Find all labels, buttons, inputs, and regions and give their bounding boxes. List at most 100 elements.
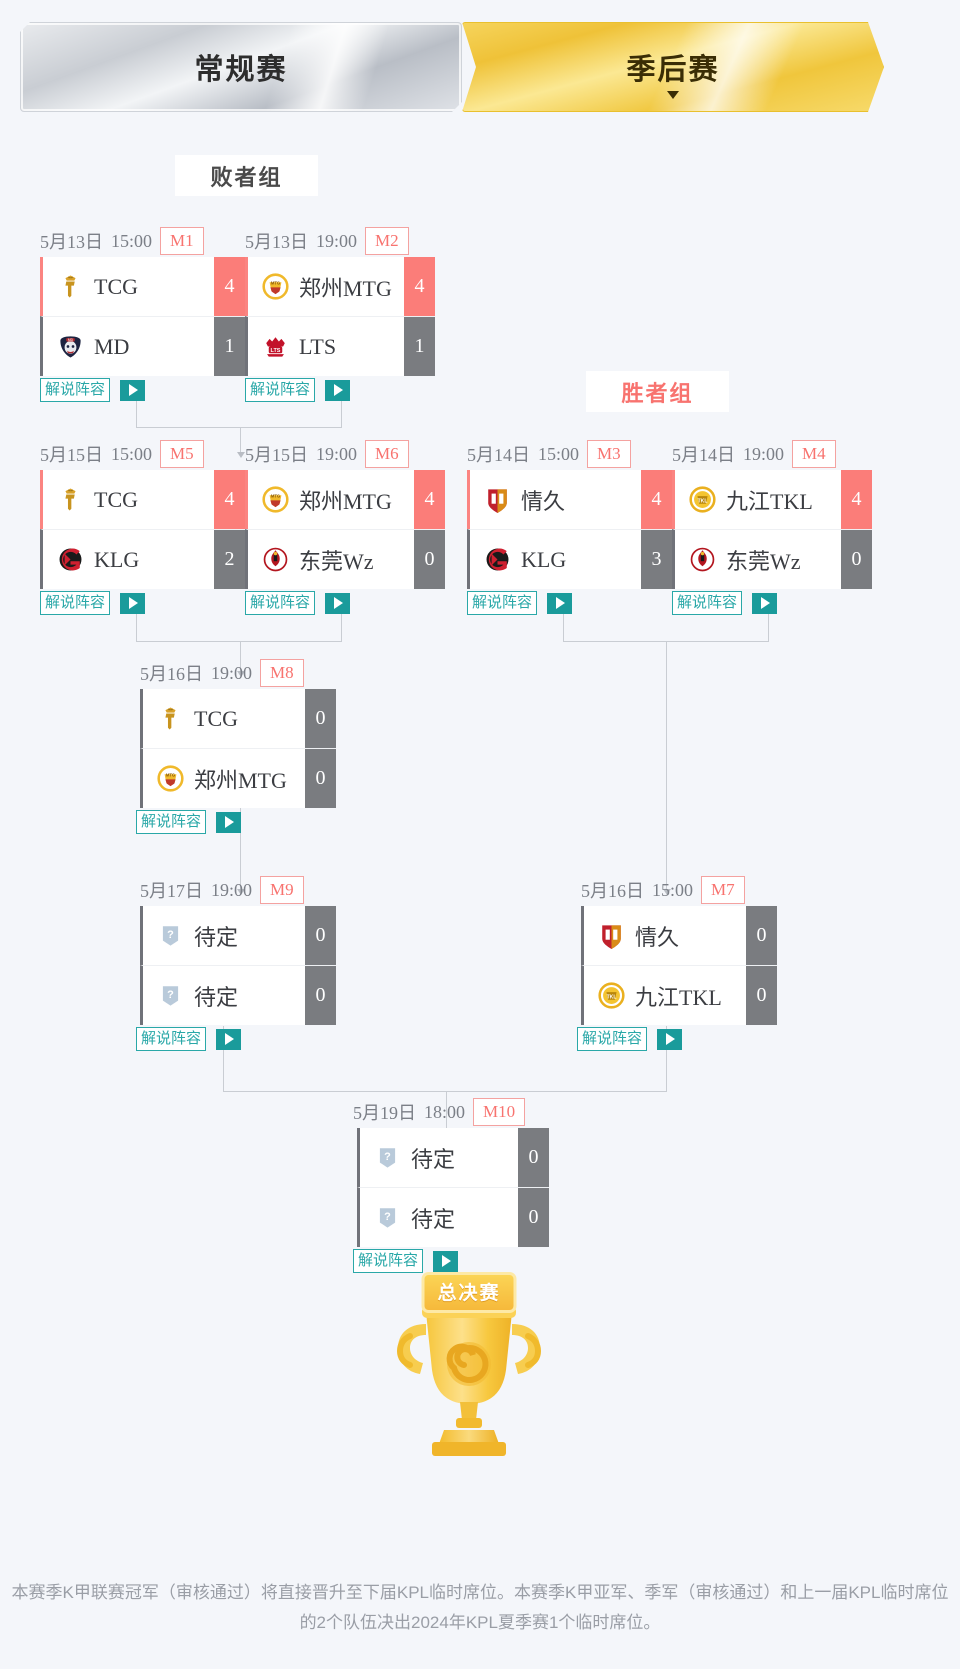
caster-lineup-button[interactable]: 解说阵容 [136, 1027, 207, 1051]
team-row[interactable]: ? 待定 0 [357, 1128, 549, 1187]
match-card-M4[interactable]: 5月14日 19:00 M4 TKL 九江TKL 4 东莞Wz 0 解说阵容 [672, 440, 872, 615]
team-row[interactable]: MD MD 1 [40, 316, 245, 376]
svg-text:?: ? [167, 929, 174, 941]
match-card-M10[interactable]: 5月19日 18:00 M10 ? 待定 0 ? 待定 0 解说阵容 [349, 1098, 549, 1273]
team-row[interactable]: 东莞Wz 0 [245, 529, 445, 589]
play-icon[interactable] [216, 811, 242, 833]
team-score: 0 [305, 749, 336, 808]
match-date: 5月19日 [353, 1103, 416, 1123]
team-row[interactable]: ? 待定 0 [140, 906, 336, 965]
match-header: 5月16日 19:00 M8 [136, 659, 336, 687]
team-row[interactable]: MTG 郑州MTG 4 [245, 257, 435, 316]
caster-lineup-button[interactable]: 解说阵容 [245, 591, 316, 615]
match-id-badge: M5 [160, 440, 204, 468]
match-time: 19:00 [211, 879, 253, 900]
play-icon[interactable] [657, 1028, 683, 1050]
team-info: ? 待定 [143, 906, 305, 965]
champion-trophy: 总决赛 [374, 1272, 564, 1472]
tab-playoffs[interactable]: 季后赛 [462, 22, 884, 112]
match-date: 5月17日 [140, 881, 203, 901]
caster-lineup-button[interactable]: 解说阵容 [577, 1027, 648, 1051]
tbd-logo: ? [157, 982, 184, 1009]
team-info: TCG [43, 470, 214, 529]
team-row[interactable]: MTG 郑州MTG 0 [140, 748, 336, 808]
team-row[interactable]: TCG 4 [40, 257, 245, 316]
match-id-badge: M3 [587, 440, 631, 468]
caster-lineup-button[interactable]: 解说阵容 [353, 1249, 424, 1273]
tcg-logo [57, 486, 84, 513]
team-row[interactable]: TKL 九江TKL 0 [581, 965, 777, 1025]
team-score: 3 [641, 530, 672, 589]
play-icon[interactable] [547, 592, 573, 614]
play-icon[interactable] [752, 592, 778, 614]
match-card-M7[interactable]: 5月16日 15:00 M7 情久 0 TKL 九江TKL 0 解说阵容 [577, 876, 777, 1051]
match-vod-bar: 解说阵容 [245, 591, 445, 615]
svg-text:MD: MD [68, 338, 74, 342]
match-vod-bar: 解说阵容 [40, 378, 245, 402]
team-score: 0 [305, 689, 336, 748]
match-header: 5月15日 19:00 M6 [245, 440, 445, 468]
md-logo: MD [57, 333, 84, 360]
team-info: MTG 郑州MTG [143, 749, 305, 808]
caster-lineup-button[interactable]: 解说阵容 [136, 810, 207, 834]
svg-text:MTG: MTG [166, 772, 176, 777]
match-card-M3[interactable]: 5月14日 15:00 M3 情久 4 KLG 3 解说阵容 [467, 440, 672, 615]
match-id-badge: M10 [473, 1098, 526, 1126]
team-row[interactable]: KLG 3 [467, 529, 672, 589]
match-card-M2[interactable]: 5月13日 19:00 M2 MTG 郑州MTG 4 LTS LTS 1 解说阵… [245, 227, 435, 402]
team-info: MTG 郑州MTG [248, 257, 404, 316]
tab-regular-season[interactable]: 常规赛 [20, 22, 462, 112]
team-info: 情久 [584, 906, 746, 965]
match-id-badge: M7 [701, 876, 745, 904]
caster-lineup-button[interactable]: 解说阵容 [40, 591, 111, 615]
team-row[interactable]: 情久 0 [581, 906, 777, 965]
match-card-M5[interactable]: 5月15日 15:00 M5 TCG 4 KLG 2 解说阵容 [40, 440, 245, 615]
team-name: 待定 [411, 1146, 456, 1172]
team-row[interactable]: 东莞Wz 0 [672, 529, 872, 589]
match-date: 5月14日 [467, 445, 530, 465]
team-name: 东莞Wz [726, 548, 801, 574]
team-row[interactable]: LTS LTS 1 [245, 316, 435, 376]
match-date: 5月15日 [245, 445, 308, 465]
tkl-logo: TKL [689, 486, 716, 513]
team-score: 0 [518, 1188, 549, 1247]
team-score: 4 [404, 257, 435, 316]
team-row[interactable]: ? 待定 0 [357, 1187, 549, 1247]
team-row[interactable]: KLG 2 [40, 529, 245, 589]
team-row[interactable]: 情久 4 [467, 470, 672, 529]
klg-logo [57, 546, 84, 573]
play-icon[interactable] [325, 379, 351, 401]
team-info: 东莞Wz [248, 530, 414, 589]
match-time: 19:00 [211, 662, 253, 683]
match-header: 5月13日 15:00 M1 [40, 227, 245, 255]
match-date: 5月16日 [581, 881, 644, 901]
match-rows: 情久 4 KLG 3 [467, 470, 672, 589]
match-card-M1[interactable]: 5月13日 15:00 M1 TCG 4 MD MD 1 解说阵容 [40, 227, 245, 402]
team-row[interactable]: ? 待定 0 [140, 965, 336, 1025]
match-id-badge: M9 [260, 876, 304, 904]
match-card-M8[interactable]: 5月16日 19:00 M8 TCG 0 MTG 郑州MTG 0 解说阵容 [136, 659, 336, 834]
play-icon[interactable] [433, 1250, 459, 1272]
caster-lineup-button[interactable]: 解说阵容 [672, 591, 743, 615]
team-name: 九江TKL [726, 488, 813, 514]
play-icon[interactable] [120, 592, 146, 614]
team-row[interactable]: TCG 0 [140, 689, 336, 748]
match-card-M6[interactable]: 5月15日 19:00 M6 MTG 郑州MTG 4 东莞Wz 0 解说阵容 [245, 440, 445, 615]
team-info: ? 待定 [360, 1128, 518, 1187]
team-score: 0 [841, 530, 872, 589]
play-icon[interactable] [325, 592, 351, 614]
team-row[interactable]: MTG 郑州MTG 4 [245, 470, 445, 529]
play-icon[interactable] [120, 379, 146, 401]
team-row[interactable]: TCG 4 [40, 470, 245, 529]
caster-lineup-button[interactable]: 解说阵容 [245, 378, 316, 402]
team-row[interactable]: TKL 九江TKL 4 [672, 470, 872, 529]
svg-text:MTG: MTG [271, 280, 281, 285]
team-name: 待定 [194, 924, 239, 950]
caster-lineup-button[interactable]: 解说阵容 [40, 378, 111, 402]
play-icon[interactable] [216, 1028, 242, 1050]
team-info: KLG [470, 530, 641, 589]
team-score: 0 [305, 906, 336, 965]
caster-lineup-button[interactable]: 解说阵容 [467, 591, 538, 615]
team-name: TCG [94, 273, 138, 299]
match-card-M9[interactable]: 5月17日 19:00 M9 ? 待定 0 ? 待定 0 解说阵容 [136, 876, 336, 1051]
